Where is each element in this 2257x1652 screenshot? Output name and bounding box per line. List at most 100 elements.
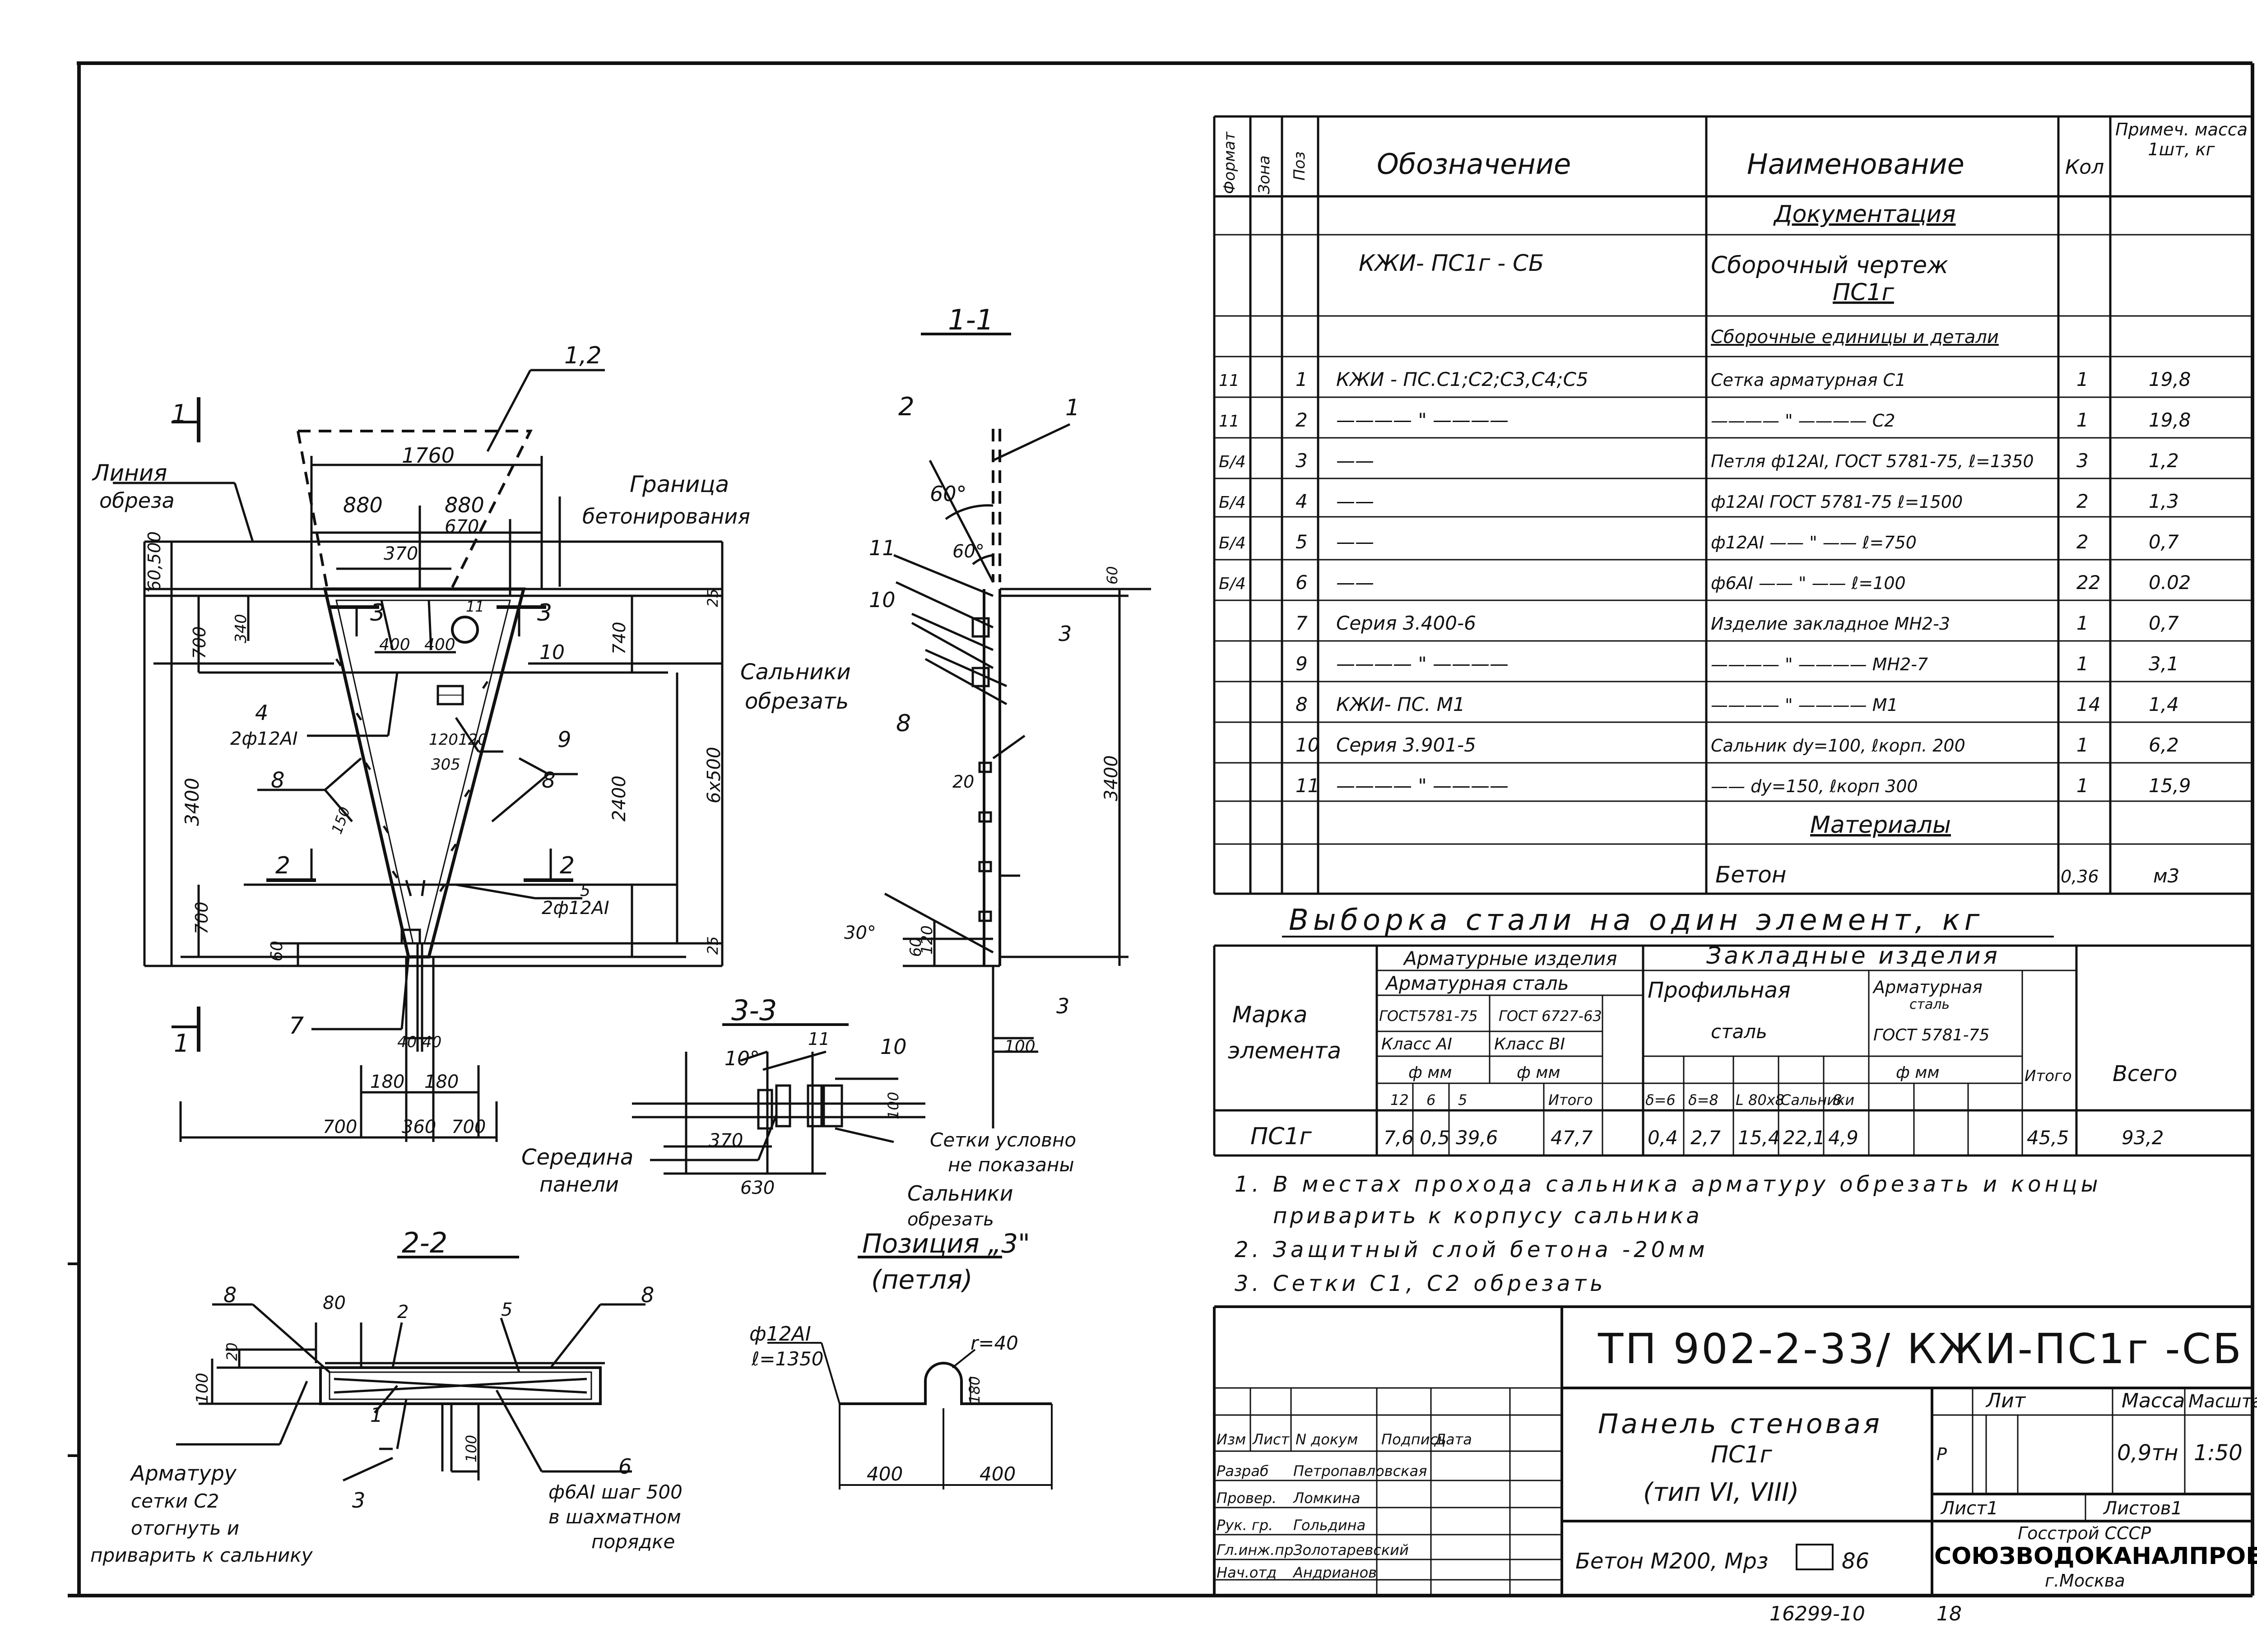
svg-text:3: 3: [537, 599, 552, 626]
svg-text:400: 400: [980, 1463, 1016, 1485]
spec-row-qty: 14: [2076, 693, 2100, 715]
steel-gost3: ГОСТ 5781-75: [1873, 1026, 1989, 1044]
svg-text:2ф12АI: 2ф12АI: [230, 729, 298, 749]
steel-sub-label: Итого: [1548, 1091, 1593, 1109]
spec-row-mass: 0,7: [2149, 531, 2179, 553]
title-col-header: Лист: [1252, 1431, 1290, 1448]
title-col-header: Дата: [1434, 1431, 1472, 1448]
title-line-3: (тип VI, VIII): [1643, 1478, 1799, 1507]
spec-row-designation: Серия 3.901-5: [1336, 734, 1476, 756]
spec-row-format: Б/4: [1219, 453, 1246, 471]
spec-row-pos: 11: [1296, 775, 1319, 797]
header-format: Формат: [1221, 131, 1239, 194]
spec-row-mass: 19,8: [2149, 368, 2191, 390]
svg-text:2: 2: [275, 852, 290, 879]
svg-text:1: 1: [172, 399, 187, 428]
doc-name-1: Сборочный чертеж: [1711, 252, 1948, 279]
svg-text:обреза: обреза: [99, 488, 175, 513]
bottom-sheet: 18: [1937, 1602, 1962, 1625]
svg-text:2: 2: [560, 852, 575, 879]
material-unit: м3: [2153, 865, 2179, 887]
svg-text:3: 3: [1059, 622, 1072, 646]
svg-text:100: 100: [1004, 1037, 1036, 1056]
title-lit-val: Р: [1937, 1444, 1947, 1464]
spec-row-format: Б/4: [1219, 493, 1246, 512]
svg-text:10: 10: [539, 641, 565, 664]
position-3-loop: [767, 1256, 1053, 1490]
svg-text:ℓ=1350: ℓ=1350: [751, 1348, 823, 1370]
svg-text:60: 60: [907, 937, 925, 957]
title-scale-val: 1:50: [2194, 1440, 2243, 1466]
svg-text:8: 8: [641, 1283, 654, 1307]
svg-text:30°: 30°: [844, 923, 876, 943]
svg-text:10: 10: [880, 1035, 907, 1059]
spec-row-qty: 1: [2076, 775, 2089, 797]
title-code: ТП 902-2-33/ КЖИ-ПС1г -СБ: [1598, 1325, 2243, 1373]
spec-row-qty: 2: [2076, 490, 2089, 512]
doc-name-2: ПС1г: [1833, 279, 1894, 306]
svg-text:1: 1: [370, 1404, 383, 1427]
title-person-role: Провер.: [1217, 1490, 1277, 1507]
svg-text:100: 100: [885, 1092, 902, 1119]
svg-text:8: 8: [542, 768, 556, 793]
spec-row-qty: 1: [2076, 734, 2089, 756]
svg-text:4: 4: [255, 701, 268, 725]
title-mass-val: 0,9тн: [2117, 1440, 2178, 1466]
steel-dia-1: ф мм: [1408, 1063, 1452, 1082]
steel-mark-header-2: элемента: [1228, 1038, 1341, 1064]
spec-row-qty: 1: [2076, 612, 2089, 634]
spec-row-designation: ——: [1336, 450, 1374, 472]
steel-row-value: 7,6: [1384, 1127, 1414, 1149]
svg-text:7: 7: [289, 1012, 304, 1039]
doc-designation: КЖИ- ПС1г - СБ: [1359, 250, 1544, 276]
steel-profile-2: сталь: [1711, 1021, 1767, 1043]
header-pos: Поз: [1291, 152, 1309, 181]
svg-text:370: 370: [384, 543, 418, 564]
title-person-role: Рук. гр.: [1217, 1517, 1273, 1534]
svg-text:5: 5: [580, 882, 590, 900]
svg-text:отогнуть и: отогнуть и: [131, 1517, 239, 1539]
spec-row-name: ———— " ———— МН2-7: [1711, 654, 1928, 674]
svg-text:не показаны: не показаны: [948, 1154, 1074, 1176]
spec-row-mass: 15,9: [2149, 775, 2191, 797]
panel-front-view: [113, 369, 724, 1142]
svg-text:Сальники: Сальники: [907, 1181, 1013, 1206]
section-assemblies: Сборочные единицы и детали: [1711, 327, 1999, 348]
svg-text:2400: 2400: [609, 775, 630, 821]
svg-text:40: 40: [422, 1033, 441, 1051]
steel-profile-1: Профильная: [1648, 978, 1791, 1003]
title-col-header: N докум: [1296, 1431, 1358, 1448]
svg-text:10: 10: [869, 588, 896, 612]
svg-text:3: 3: [1056, 994, 1069, 1018]
steel-title: Выборка стали на один элемент, кг: [1289, 904, 1984, 937]
svg-text:880: 880: [445, 493, 484, 517]
spec-row-format: 11: [1219, 371, 1240, 390]
steel-row-value: 39,6: [1456, 1127, 1498, 1149]
title-concrete-val: 86: [1842, 1549, 1869, 1574]
steel-sub-label: 8: [1833, 1091, 1842, 1109]
svg-text:2: 2: [397, 1302, 409, 1323]
title-person-name: Петропавловская: [1293, 1462, 1427, 1480]
svg-text:обрезать: обрезать: [745, 689, 849, 714]
spec-row-mass: 0.02: [2149, 571, 2191, 594]
steel-reinf-items: Арматурные изделия: [1402, 947, 1617, 970]
steel-row-value: 4,9: [1828, 1127, 1858, 1149]
svg-text:60°: 60°: [952, 541, 985, 562]
steel-row-value: 45,5: [2027, 1127, 2069, 1149]
note-3: 3. Сетки С1, С2 обрезать: [1235, 1271, 1607, 1296]
svg-text:180: 180: [424, 1072, 459, 1092]
svg-text:3400: 3400: [181, 778, 203, 826]
title-org-2: СОЮЗВОДОКАНАЛПРОЕКТ: [1934, 1543, 2257, 1570]
title-person-role: Гл.инж.пр: [1217, 1541, 1293, 1559]
svg-text:120: 120: [918, 925, 936, 955]
svg-text:60: 60: [268, 941, 286, 961]
title-scale: Масштаб: [2188, 1391, 2257, 1412]
svg-text:1,2: 1,2: [564, 342, 602, 369]
steel-row-value: 22,1: [1783, 1127, 1825, 1149]
svg-text:1760: 1760: [402, 443, 455, 468]
svg-text:100: 100: [193, 1373, 212, 1404]
svg-text:Позиция „3": Позиция „3": [862, 1228, 1030, 1259]
svg-text:11: 11: [869, 536, 896, 560]
spec-row-designation: ——: [1336, 490, 1374, 512]
spec-row-mass: 6,2: [2149, 734, 2179, 756]
